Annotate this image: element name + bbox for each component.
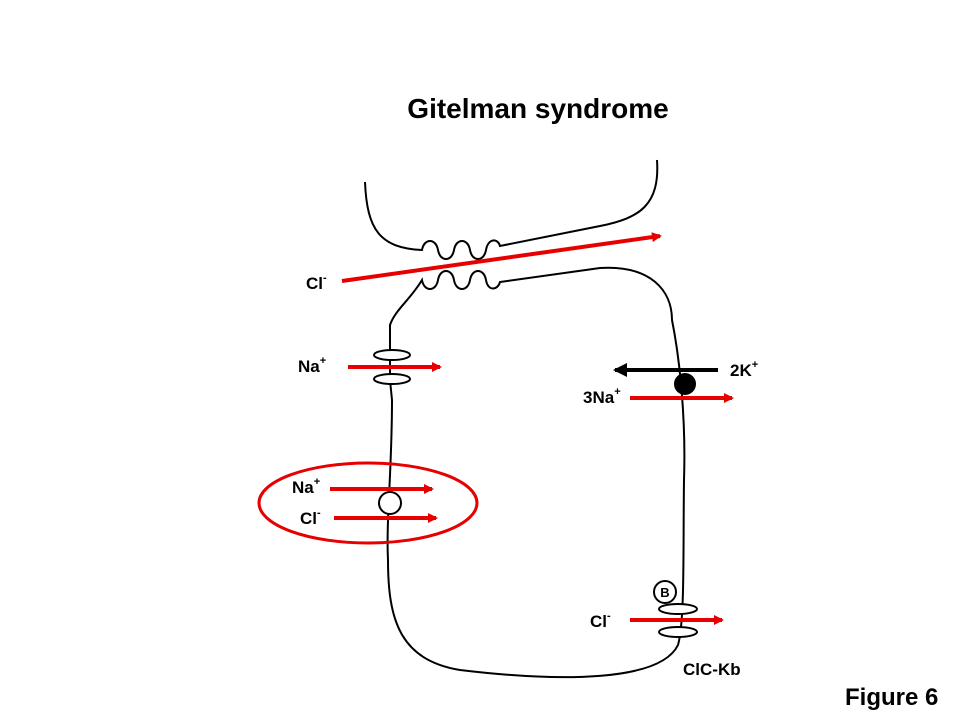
paracellular-cl-label: Cl- [306, 272, 327, 293]
pump-k-label: 2K+ [730, 359, 758, 380]
tubular-cell-membrane [386, 266, 686, 679]
barttin-label: B [660, 585, 669, 600]
page-title: Gitelman syndrome [407, 93, 668, 124]
clc-kb-label: ClC-Kb [683, 660, 741, 679]
basolateral-cl-label: Cl- [590, 610, 611, 631]
pump-na-label: 3Na+ [583, 386, 621, 407]
enac-channel-bottom [373, 373, 411, 385]
ncc-na-label: Na+ [292, 476, 320, 497]
clc-kb-channel-top [658, 603, 698, 615]
enac-channel-top [373, 349, 411, 361]
ncc-cl-label: Cl- [300, 507, 321, 528]
enac-na-label: Na+ [298, 355, 326, 376]
ncc-highlight-ring [257, 461, 479, 545]
paracellular-cl-arrow [341, 232, 662, 283]
barttin-subunit [653, 580, 677, 604]
clc-kb-channel-bottom [658, 626, 698, 638]
adjacent-cell-membrane [364, 159, 659, 260]
ncc-cotransporter [378, 491, 402, 515]
figure-label: Figure 6 [845, 684, 938, 711]
na-k-pump [674, 373, 696, 395]
